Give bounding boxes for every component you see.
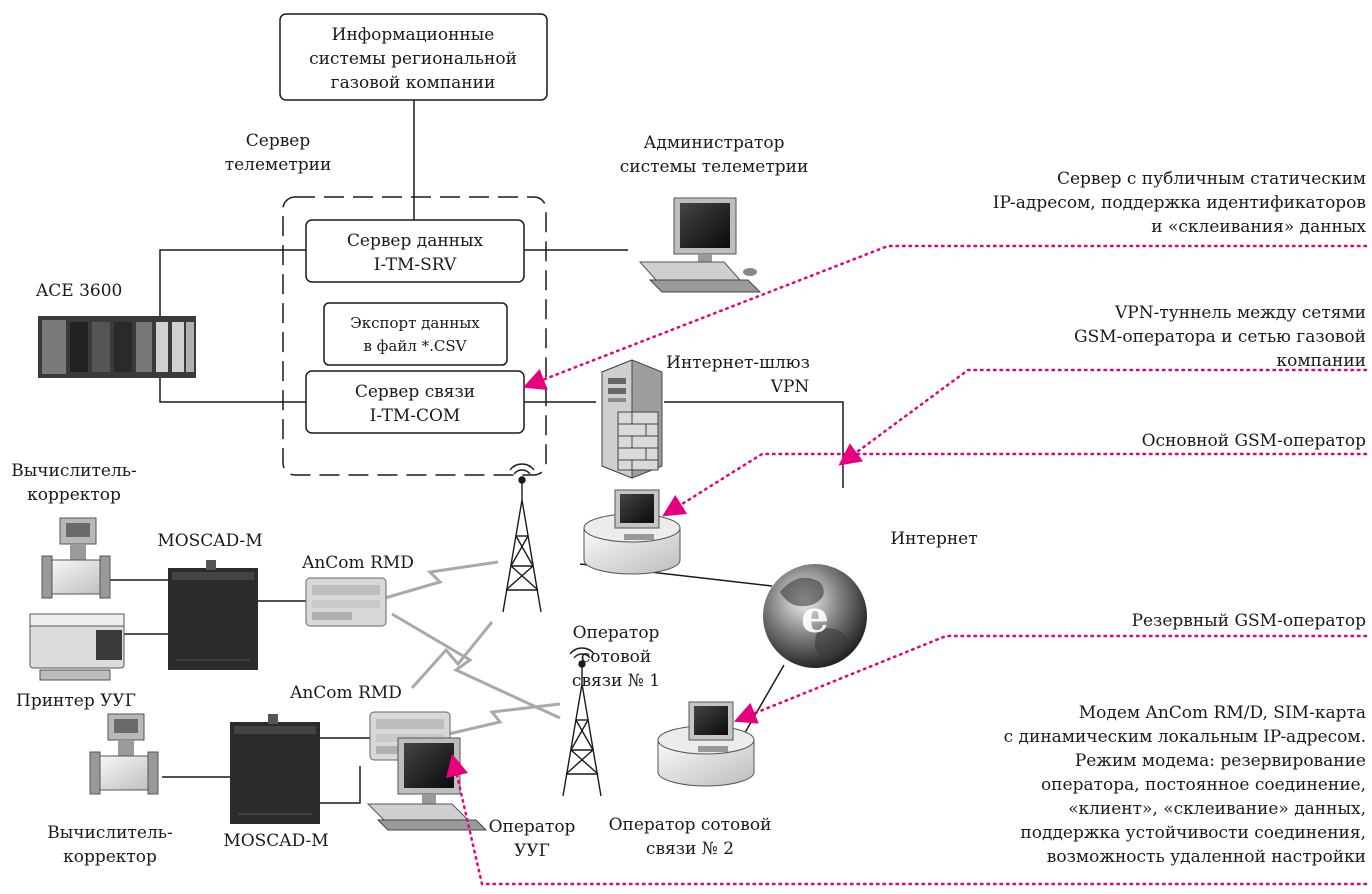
- data-server-line-1: Сервер данных: [347, 231, 484, 251]
- moscad-top-label: MOSCAD-M: [157, 531, 262, 551]
- ace3600-rack-icon: [38, 316, 196, 378]
- info-systems-box: Информационные системы региональной газо…: [279, 13, 548, 101]
- gateway-server-icon: [601, 359, 663, 479]
- ancom-top-modem-icon: [305, 577, 387, 627]
- internet-label: Интернет: [890, 529, 977, 549]
- telemetry-server-group: [282, 196, 547, 476]
- note-vpn-line-1: VPN-туннель между сетями: [1114, 303, 1366, 323]
- uug-operator-computer-icon: [366, 737, 488, 831]
- export-box: Экспорт данных в файл *.CSV: [323, 302, 508, 366]
- op2-label-2: связи № 2: [646, 839, 734, 859]
- note-modem-line-3: Режим модема: резервирование: [1075, 751, 1366, 771]
- tower-1-icon: [502, 463, 542, 613]
- pointer-lines: [446, 244, 1368, 886]
- data-server-box: Сервер данных I-TM-SRV: [305, 219, 525, 283]
- note-modem-line-1: Модем AnCom RM/D, SIM-карта: [1079, 703, 1366, 723]
- note-server-line-1: Сервер с публичным статическим: [1057, 169, 1366, 189]
- calc2-label-2: корректор: [63, 847, 157, 867]
- gateway-label: Интернет-шлюз: [666, 353, 810, 373]
- note-vpn-line-2: GSM-оператора и сетью газовой: [1074, 327, 1366, 347]
- export-line-2: в файл *.CSV: [363, 337, 467, 355]
- wireless-links: [384, 560, 561, 738]
- ace3600-label: ACE 3600: [35, 281, 122, 301]
- pointer-main-gsm: [662, 452, 1368, 517]
- calc1-label-2: корректор: [27, 485, 121, 505]
- info-systems-line-3: газовой компании: [331, 73, 496, 93]
- pointer-modem: [446, 753, 1368, 886]
- calc2-label-1: Вычислитель-: [47, 823, 173, 843]
- vpn-label: VPN: [770, 377, 810, 397]
- svg-text:e: e: [801, 592, 829, 643]
- note-server-line-3: и «склеивания» данных: [1151, 217, 1366, 237]
- operator2-computer-icon: [657, 701, 755, 787]
- tower-2-icon: [562, 647, 602, 797]
- admin-label-2: системы телеметрии: [620, 157, 809, 177]
- operator1-computer-icon: [583, 489, 681, 575]
- operator-uug-label-2: УУГ: [514, 841, 550, 861]
- op1-label-1: Оператор: [573, 623, 660, 643]
- note-modem-line-2: с динамическим локальным IP-адресом.: [1004, 727, 1366, 747]
- note-main-gsm: Основной GSM-оператор: [1142, 431, 1367, 451]
- admin-label-1: Администратор: [643, 133, 784, 153]
- flow-meter-bottom-icon: [89, 713, 159, 795]
- operator-uug-label-1: Оператор: [489, 817, 576, 837]
- note-vpn-line-3: компании: [1276, 351, 1366, 371]
- comm-server-line-2: I-TM-COM: [370, 406, 461, 426]
- note-modem-line-4: оператора, постоянное соединение,: [1041, 775, 1366, 795]
- calc1-label-1: Вычислитель-: [11, 461, 137, 481]
- moscad-bottom-label: MOSCAD-M: [223, 831, 328, 851]
- op1-label-2: сотовой: [581, 647, 652, 667]
- admin-computer-icon: [638, 197, 762, 293]
- op2-label-1: Оператор сотовой: [609, 815, 772, 835]
- note-modem-line-5: «клиент», «склеивание» данных,: [1068, 799, 1366, 819]
- info-systems-line-1: Информационные: [332, 25, 495, 45]
- pointer-vpn: [838, 368, 1368, 466]
- op1-label-3: связи № 1: [572, 671, 660, 691]
- flow-meter-top-icon: [41, 517, 111, 599]
- data-server-line-2: I-TM-SRV: [374, 255, 457, 275]
- pointer-server: [522, 244, 1368, 390]
- note-modem-line-7: возможность удаленной настройки: [1047, 847, 1366, 867]
- info-systems-line-2: системы региональной: [309, 49, 517, 69]
- telemetry-server-label-2: телеметрии: [225, 155, 332, 175]
- moscad-bottom-icon: [230, 714, 320, 824]
- ancom-bottom-label: AnCom RMD: [289, 683, 402, 703]
- export-line-1: Экспорт данных: [350, 314, 480, 332]
- moscad-top-icon: [168, 560, 258, 670]
- internet-globe-icon: e: [763, 564, 867, 668]
- ancom-top-label: AnCom RMD: [301, 553, 414, 573]
- note-server-line-2: IP-адресом, поддержка идентификаторов: [993, 193, 1366, 213]
- right-notes: Сервер с публичным статическим IP-адресо…: [993, 169, 1367, 867]
- diagram-labels: Сервер телеметрии Администратор системы …: [11, 131, 977, 867]
- telemetry-server-label-1: Сервер: [246, 131, 311, 151]
- printer-icon: [29, 613, 125, 681]
- comm-server-line-1: Сервер связи: [355, 382, 475, 402]
- printer-label: Принтер УУГ: [16, 691, 136, 711]
- note-modem-line-6: поддержка устойчивости соединения,: [1020, 823, 1366, 843]
- comm-server-box: Сервер связи I-TM-COM: [305, 370, 525, 434]
- note-reserve-gsm: Резервный GSM-оператор: [1132, 611, 1367, 631]
